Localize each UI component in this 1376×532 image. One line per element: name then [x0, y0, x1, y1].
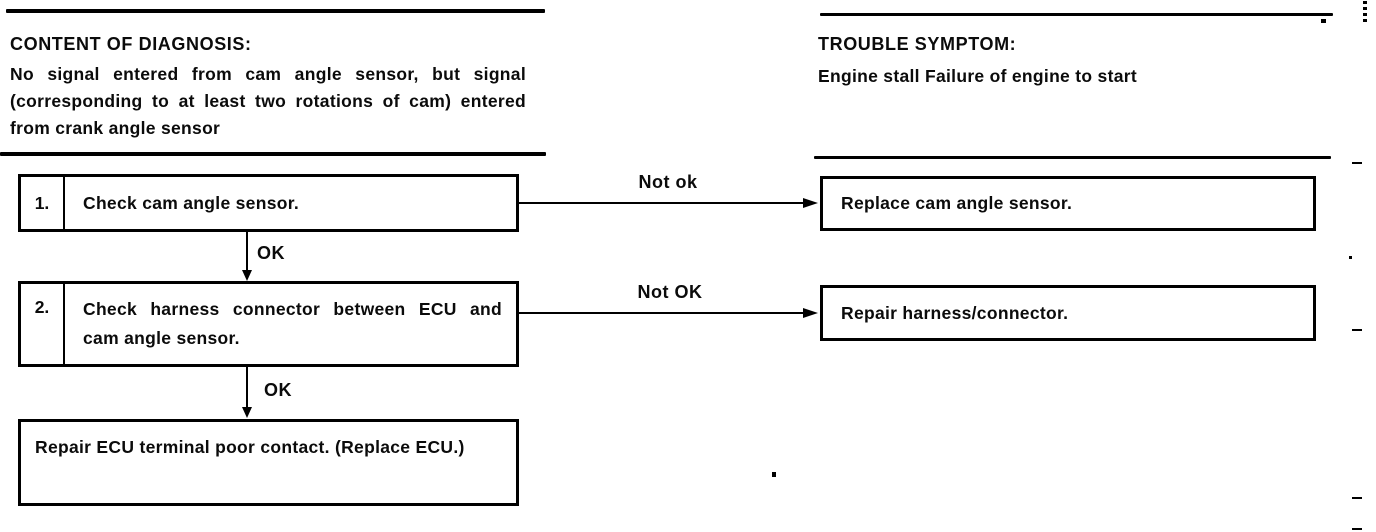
step-1-number: 1. — [21, 177, 65, 229]
diagnosis-bottom-rule — [0, 152, 546, 156]
page-edge-dash — [1352, 528, 1362, 530]
page-edge-dash — [1352, 162, 1362, 164]
step-1-fail-action-label: Replace cam angle sensor. — [841, 193, 1073, 213]
step-2-label: Check harness connector between ECU and … — [83, 299, 502, 348]
step-2-fail-action-label: Repair harness/connector. — [841, 302, 1069, 323]
symptom-body: Engine stall Failure of engine to start — [818, 66, 1137, 86]
step-1-box: 1. Check cam angle sensor. — [18, 174, 519, 232]
scan-artifact-speck — [772, 472, 776, 477]
diagnosis-title: CONTENT OF DIAGNOSIS: — [10, 34, 252, 54]
symptom-title: TROUBLE SYMPTOM: — [818, 34, 1017, 54]
step-2-pass-label: OK — [264, 380, 292, 400]
step-2-box: 2. Check harness connector between ECU a… — [18, 281, 519, 367]
scan-artifact-speck — [1349, 256, 1352, 259]
page-edge-dash — [1352, 329, 1362, 331]
step-1-pass-label: OK — [257, 243, 285, 263]
step-2-fail-label: Not OK — [637, 282, 703, 302]
step-1-fail-label: Not ok — [638, 172, 698, 192]
arrowhead-right-icon — [803, 198, 818, 208]
step-2-fail-action-box: Repair harness/connector. — [820, 285, 1316, 341]
symptom-bottom-rule — [814, 156, 1331, 159]
arrowhead-down-icon — [242, 407, 252, 418]
diagnosis-body: No signal entered from cam angle sensor,… — [10, 64, 526, 138]
diagnosis-top-rule — [6, 9, 545, 13]
scan-artifact-speck — [1321, 19, 1326, 23]
step-1-fail-action-box: Replace cam angle sensor. — [820, 176, 1316, 231]
step-1-label: Check cam angle sensor. — [83, 192, 300, 213]
symptom-top-rule — [820, 13, 1333, 16]
page-edge-dash — [1352, 497, 1362, 499]
step-2-pass-connector — [246, 367, 248, 409]
arrowhead-down-icon — [242, 270, 252, 281]
step-1-fail-connector — [519, 202, 807, 204]
step-1-pass-connector — [246, 232, 248, 272]
step-2-number: 2. — [21, 284, 65, 364]
step-2-fail-connector — [519, 312, 807, 314]
final-action-box: Repair ECU terminal poor contact. (Repla… — [18, 419, 519, 506]
final-action-label: Repair ECU terminal poor contact. (Repla… — [35, 437, 465, 457]
arrowhead-right-icon — [803, 308, 818, 318]
scan-artifact-mark — [1363, 1, 1367, 25]
